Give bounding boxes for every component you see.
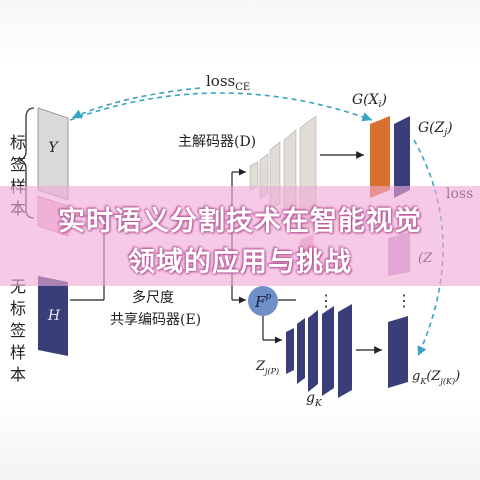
aux-layer-2 xyxy=(297,318,305,384)
unlabeled-char-2: 标 xyxy=(10,299,26,318)
banner-title-line-2: 领域的应用与挑战 xyxy=(128,247,352,278)
unlabeled-char-5: 本 xyxy=(10,365,26,384)
labeled-char-1: 标 xyxy=(10,133,26,152)
vertical-dots-right: ⋮ xyxy=(396,291,412,310)
decoder-label: 主解码器(D) xyxy=(178,134,256,150)
z-jp-label: Zj(P) xyxy=(255,359,279,376)
unlabeled-char-4: 样 xyxy=(10,343,26,362)
vertical-dots-left: ⋮ xyxy=(318,291,334,310)
feature-node xyxy=(248,286,278,316)
loss-ce-arc xyxy=(69,92,373,122)
loss-ce-label: lossCE xyxy=(206,72,250,93)
aux-layer-4 xyxy=(322,306,334,396)
unlabeled-char-3: 签 xyxy=(10,321,26,340)
loss-ce-arc-start xyxy=(71,87,201,119)
aux-decoder-stack xyxy=(286,304,352,398)
labeled-input-symbol: Y xyxy=(48,140,59,156)
unlabeled-input-symbol: H xyxy=(47,308,61,324)
aux-layer-5 xyxy=(338,304,352,398)
g-zj-label: G(Zj) xyxy=(418,120,453,138)
output-navy-block xyxy=(394,116,410,198)
encoder-label-line1: 多尺度 xyxy=(132,289,174,306)
banner-title-line-1: 实时语义分割技术在智能视觉 xyxy=(58,206,422,237)
g-k-label: gK xyxy=(306,390,323,409)
encoder-label-line2: 共享编码器(E) xyxy=(110,311,201,328)
unlabeled-samples-label: 无 标 签 样 本 xyxy=(10,277,26,384)
aux-output-block xyxy=(388,316,408,388)
g-xi-label: G(Xi) xyxy=(352,92,387,110)
output-orange-block xyxy=(370,116,390,198)
title-banner xyxy=(0,186,480,286)
feature-label: Fp xyxy=(254,292,271,311)
aux-layer-1 xyxy=(286,328,294,374)
aux-layer-3 xyxy=(308,310,318,392)
gk-zjk-label: gK(Zj(K)) xyxy=(412,369,460,386)
unlabeled-input-block xyxy=(38,276,68,356)
